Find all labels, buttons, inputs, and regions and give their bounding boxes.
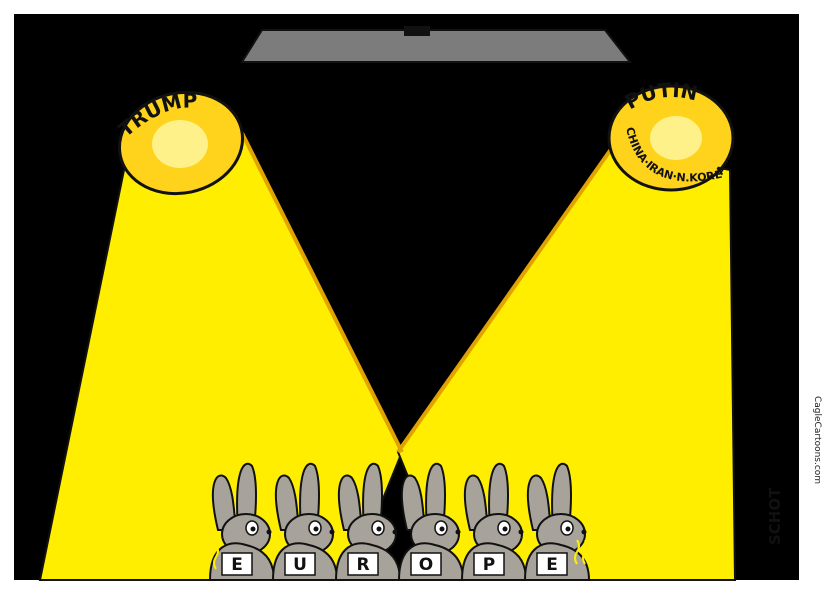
- letter-tag: [284, 552, 316, 576]
- shiver-mark: [205, 544, 211, 570]
- rabbit-letter: O: [419, 555, 433, 575]
- letter-tag: [221, 552, 253, 576]
- rabbit-letter: E: [231, 555, 243, 575]
- rabbit-letter: E: [546, 555, 558, 575]
- rabbit-letter: P: [483, 555, 495, 575]
- rabbit-letter: U: [293, 555, 307, 575]
- artist-signature: SCHOT: [766, 487, 784, 545]
- rabbit: O: [397, 462, 465, 581]
- trump-spotlight: [117, 90, 245, 196]
- letter-tag: [410, 552, 442, 576]
- credit-text: CagleCartoons.com: [812, 395, 822, 485]
- letter-tag: [347, 552, 379, 576]
- putin-spotlight: [607, 84, 735, 192]
- rabbit: R: [334, 462, 402, 581]
- rear-view-mirror: [240, 26, 633, 63]
- rabbit-letter: R: [356, 555, 369, 575]
- shiver-mark: [213, 544, 219, 570]
- rabbit: E: [523, 462, 591, 581]
- shiver-mark: [582, 539, 588, 565]
- shiver-mark: [574, 539, 580, 565]
- letter-tag: [473, 552, 505, 576]
- rabbit: E: [208, 462, 276, 581]
- rabbit: U: [271, 462, 339, 581]
- letter-tag: [536, 552, 568, 576]
